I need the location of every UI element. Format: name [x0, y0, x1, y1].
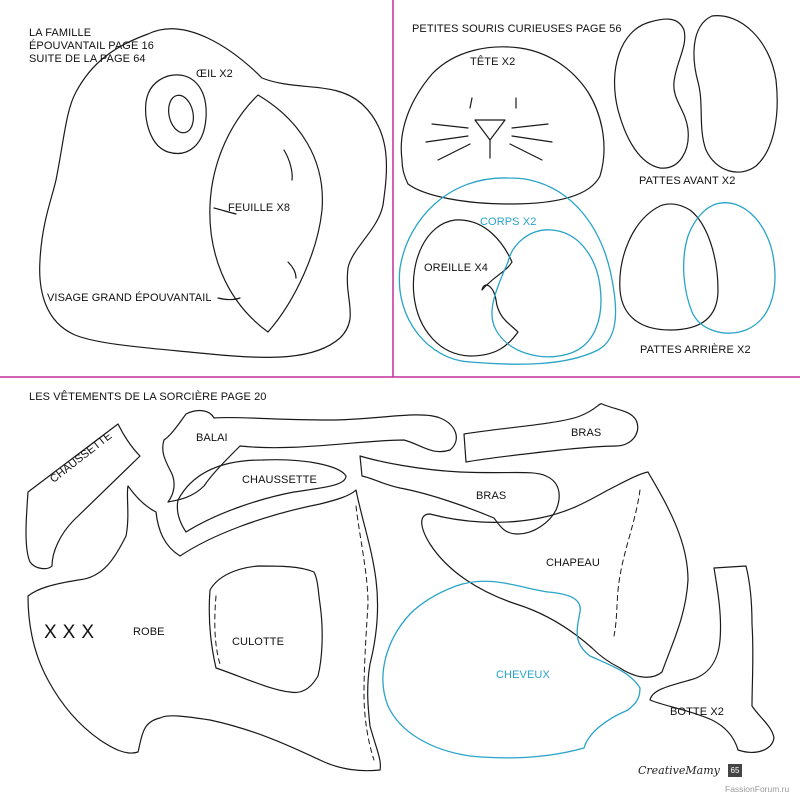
- label-oeil: ŒIL X2: [196, 68, 233, 80]
- botte-shape: [649, 565, 775, 753]
- label-botte: BOTTE X2: [670, 706, 724, 718]
- patte-avant-left: [614, 18, 689, 169]
- label-tete: TÊTE X2: [470, 56, 516, 68]
- bras-top-shape: [463, 403, 639, 463]
- whisker-l2: [425, 135, 469, 143]
- label-bras: BRAS: [476, 490, 507, 502]
- chapeau-shape: [421, 471, 689, 678]
- watermark-text: FassionForum.ru: [725, 784, 790, 794]
- label-cheveux: CHEVEUX: [496, 669, 550, 681]
- label-robe: ROBE: [133, 626, 165, 638]
- page-number-badge: 65: [728, 764, 742, 777]
- cheveux-shape: [382, 580, 641, 759]
- patte-avant-right: [693, 15, 778, 173]
- oreille-shape: [412, 219, 519, 357]
- patte-arriere-left: [619, 203, 719, 331]
- chapeau-seam: [613, 489, 641, 637]
- bras-shape: [359, 455, 560, 535]
- tete-eye-left: [469, 97, 473, 109]
- label-visage: VISAGE GRAND ÉPOUVANTAIL: [47, 292, 212, 304]
- brand-logo: CreativeMamy: [638, 764, 720, 777]
- oeil-outer: [145, 74, 207, 154]
- whisker-r1: [511, 123, 549, 129]
- visage-shape: [39, 28, 388, 359]
- label-balai: BALAI: [196, 432, 228, 444]
- chaussette-shape: [176, 459, 347, 533]
- corps-inner-shape: [491, 229, 602, 358]
- chaussette-left-shape: [25, 423, 141, 570]
- whisker-r3: [509, 143, 543, 161]
- patte-arriere-right: [683, 202, 776, 334]
- label-oreille: OREILLE X4: [424, 262, 488, 274]
- label-chaussette: CHAUSSETTE: [242, 474, 317, 486]
- oeil-inner: [168, 94, 194, 134]
- robe-seam: [355, 505, 375, 761]
- label-chapeau: CHAPEAU: [546, 557, 600, 569]
- feuille-vein-1: [283, 149, 293, 181]
- feuille-vein-4: [217, 297, 241, 301]
- corps-shape: [398, 177, 617, 365]
- balai-shape: [162, 409, 457, 503]
- robe-shape: [27, 485, 381, 772]
- label-pattes-arriere: PATTES ARRIÈRE X2: [640, 344, 751, 356]
- sorciere-header: LES VÊTEMENTS DE LA SORCIÈRE PAGE 20: [29, 391, 267, 403]
- famille-header-line1: LA FAMILLE: [29, 27, 92, 39]
- label-corps: CORPS X2: [480, 216, 537, 228]
- tete-nose: [474, 119, 506, 141]
- whisker-l1: [431, 123, 469, 129]
- label-bras-top: BRAS: [571, 427, 602, 439]
- culotte-seam: [214, 595, 221, 665]
- label-pattes-avant: PATTES AVANT X2: [639, 175, 736, 187]
- tete-shape: [400, 46, 605, 205]
- famille-header-line3: SUITE DE LA PAGE 64: [29, 53, 146, 65]
- feuille-vein-2: [213, 207, 237, 215]
- famille-header-line2: ÉPOUVANTAIL PAGE 16: [29, 40, 154, 52]
- robe-cross-marks: XXX: [44, 622, 101, 643]
- label-feuille: FEUILLE X8: [228, 202, 291, 214]
- whisker-l3: [437, 143, 471, 161]
- culotte-shape: [208, 565, 323, 694]
- whisker-r2: [511, 135, 553, 143]
- souris-header: PETITES SOURIS CURIEUSES PAGE 56: [412, 23, 622, 35]
- feuille-vein-3: [287, 261, 297, 279]
- feuille-shape: [209, 94, 323, 333]
- label-culotte: CULOTTE: [232, 636, 285, 648]
